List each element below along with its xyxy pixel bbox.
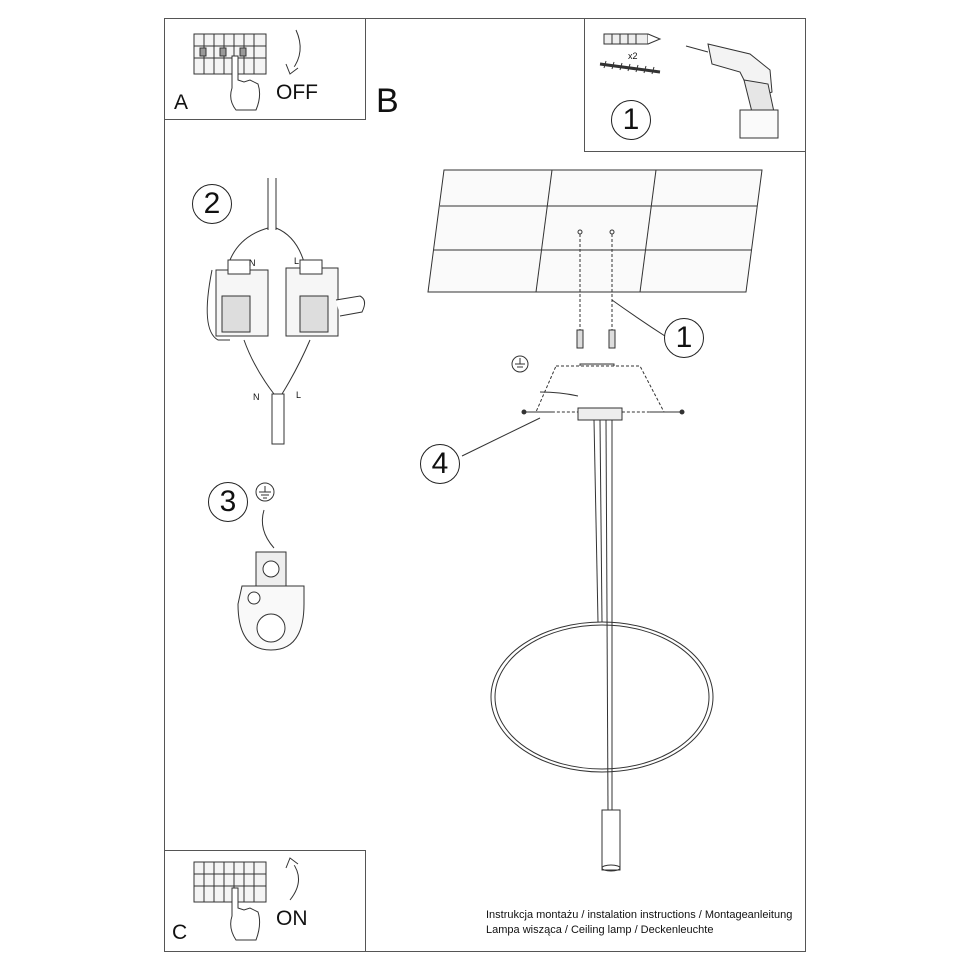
wire-label-neutral-bottom: N	[253, 392, 260, 402]
panel-a	[164, 18, 366, 120]
arrow-down-icon	[285, 29, 301, 75]
wiring-terminal-drawing	[206, 178, 366, 445]
footer-line-1: Instrukcja montażu / instalation instruc…	[486, 909, 793, 921]
tools-panel	[584, 18, 806, 152]
panel-a-action: OFF	[276, 81, 318, 104]
footer-line-2: Lampa wisząca / Ceiling lamp / Deckenleu…	[486, 924, 714, 936]
screw-icon	[599, 60, 661, 75]
footer-caption: Instrukcja montażu / instalation instruc…	[486, 908, 792, 938]
wire-label-live-top: L	[294, 256, 299, 266]
panel-c-action: ON	[276, 907, 308, 930]
pendant-lamp-drawing	[490, 419, 714, 872]
step-number-ground: 3	[208, 482, 248, 522]
breaker-box-on-icon	[193, 861, 267, 941]
canopy-ground-icon	[511, 355, 529, 373]
panel-c-letter: C	[172, 921, 188, 944]
wire-label-live-bottom: L	[296, 390, 301, 400]
outer-frame	[164, 18, 806, 952]
drill-icon	[685, 43, 779, 139]
panel-c	[164, 850, 366, 952]
ground-symbol-icon	[255, 482, 275, 502]
step-number-ceiling: 1	[664, 318, 704, 358]
breaker-box-off-icon	[193, 33, 267, 111]
ceiling-panel-drawing	[427, 169, 763, 293]
step-number-drill: 1	[611, 100, 651, 140]
screw-quantity: x2	[628, 51, 638, 61]
wire-label-neutral-top: N	[249, 258, 256, 268]
step-number-wiring: 2	[192, 184, 232, 224]
ceiling-fixing-drawing	[461, 234, 685, 457]
ground-clamp-drawing	[237, 509, 305, 651]
panel-a-letter: A	[174, 91, 189, 114]
arrow-up-icon	[285, 857, 299, 901]
wall-plug-icon	[603, 33, 662, 45]
step-number-canopy: 4	[420, 444, 460, 484]
panel-b-letter: B	[376, 82, 399, 120]
